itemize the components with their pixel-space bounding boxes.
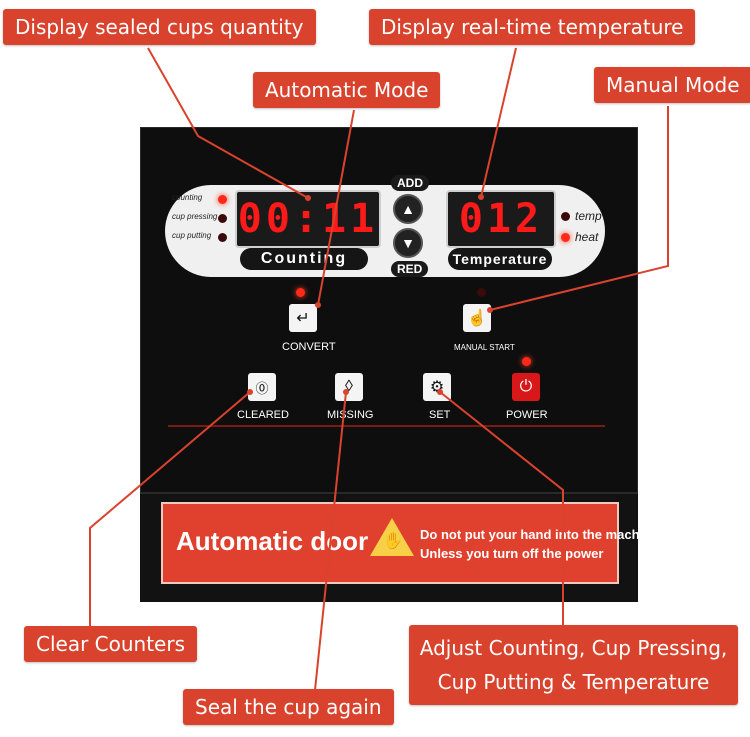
warning-hand-glyph: ✋ bbox=[383, 533, 403, 550]
cleared-button[interactable]: ⓪ bbox=[248, 373, 276, 401]
callout-realtime-temperature: Display real-time temperature bbox=[369, 9, 696, 45]
pointer-sealed-cups bbox=[147, 47, 309, 199]
temperature-display: 012 bbox=[446, 190, 556, 248]
manual-start-label: MANUAL START bbox=[454, 343, 515, 352]
indicator-label-temp: temp bbox=[575, 209, 602, 223]
pointer-manual-mode bbox=[489, 106, 669, 311]
pointer-dot-clear-counters bbox=[247, 389, 253, 395]
callout-manual-mode: Manual Mode bbox=[594, 67, 750, 103]
pointer-clear-counters bbox=[89, 391, 251, 627]
pointer-seal-again bbox=[314, 391, 347, 691]
pointer-dot-realtime-temp bbox=[478, 194, 484, 200]
warning-hand-icon bbox=[370, 518, 414, 556]
pointer-dot-adjust bbox=[437, 389, 443, 395]
indicator-led-counting bbox=[218, 195, 227, 204]
cleared-label: CLEARED bbox=[237, 409, 289, 421]
manual-start-led bbox=[477, 288, 486, 297]
add-up-button[interactable]: ▲ bbox=[393, 194, 423, 224]
missing-button[interactable]: ◊ bbox=[335, 373, 363, 401]
pointer-dot-seal-again bbox=[343, 389, 349, 395]
power-icon: ⏻ bbox=[519, 378, 533, 395]
indicator-label-counting: counting bbox=[172, 193, 203, 202]
door-warning-line1: Do not put your hand into the machine. bbox=[420, 527, 662, 542]
callout-adjust-settings: Adjust Counting, Cup Pressing, Cup Putti… bbox=[409, 625, 738, 705]
pointer-realtime-temp bbox=[480, 47, 517, 198]
set-label: SET bbox=[429, 409, 451, 421]
convert-label: CONVERT bbox=[282, 341, 336, 353]
pointer-dot-automatic-mode bbox=[315, 302, 321, 308]
indicator-label-cup-putting: cup putting bbox=[172, 231, 212, 240]
pointer-dot-manual-mode bbox=[487, 307, 493, 313]
counting-label: Counting bbox=[240, 248, 368, 270]
indicator-label-heat: heat bbox=[575, 230, 599, 244]
temperature-label: Temperature bbox=[448, 248, 552, 270]
hand-pointer-icon: ☝ bbox=[467, 310, 487, 327]
convert-button[interactable]: ↵ bbox=[289, 304, 317, 332]
pointer-dot-sealed-cups bbox=[305, 195, 311, 201]
callout-automatic-mode: Automatic Mode bbox=[253, 72, 441, 108]
add-label: ADD bbox=[391, 175, 429, 191]
power-led bbox=[522, 357, 531, 366]
pointer-automatic-mode bbox=[317, 109, 355, 306]
convert-led bbox=[296, 288, 305, 297]
counting-display: 00:11 bbox=[235, 190, 381, 248]
indicator-led-heat bbox=[561, 233, 570, 242]
callout-sealed-cups: Display sealed cups quantity bbox=[3, 9, 316, 45]
indicator-label-cup-pressing: cup pressing bbox=[172, 212, 218, 221]
automatic-door-panel bbox=[161, 502, 619, 584]
indicator-led-temp bbox=[561, 212, 570, 221]
callout-clear-counters: Clear Counters bbox=[24, 626, 198, 662]
red-label: RED bbox=[391, 261, 429, 277]
return-arrow-icon: ↵ bbox=[296, 310, 310, 327]
manual-start-button[interactable]: ☝ bbox=[463, 304, 491, 332]
pointer-adjust bbox=[439, 391, 564, 626]
power-label: POWER bbox=[506, 409, 548, 421]
callout-adjust-line1: Adjust Counting, Cup Pressing, bbox=[419, 636, 728, 660]
droplet-icon: ◊ bbox=[345, 378, 353, 395]
zero-icon: ⓪ bbox=[255, 380, 269, 396]
triangle-up-icon: ▲ bbox=[401, 201, 415, 217]
callout-seal-again: Seal the cup again bbox=[183, 689, 394, 725]
set-button[interactable]: ⚙ bbox=[423, 373, 451, 401]
automatic-door-title: Automatic door bbox=[176, 526, 369, 556]
power-button[interactable]: ⏻ bbox=[512, 373, 540, 401]
door-warning-line2: Unless you turn off the power bbox=[420, 546, 604, 561]
triangle-down-icon: ▼ bbox=[401, 235, 415, 251]
missing-label: MISSING bbox=[327, 409, 374, 421]
indicator-led-cup-putting bbox=[218, 233, 227, 242]
indicator-led-cup-pressing bbox=[218, 214, 227, 223]
reduce-down-button[interactable]: ▼ bbox=[393, 228, 423, 258]
panel-divider bbox=[168, 425, 605, 427]
callout-adjust-line2: Cup Putting & Temperature bbox=[437, 670, 710, 694]
